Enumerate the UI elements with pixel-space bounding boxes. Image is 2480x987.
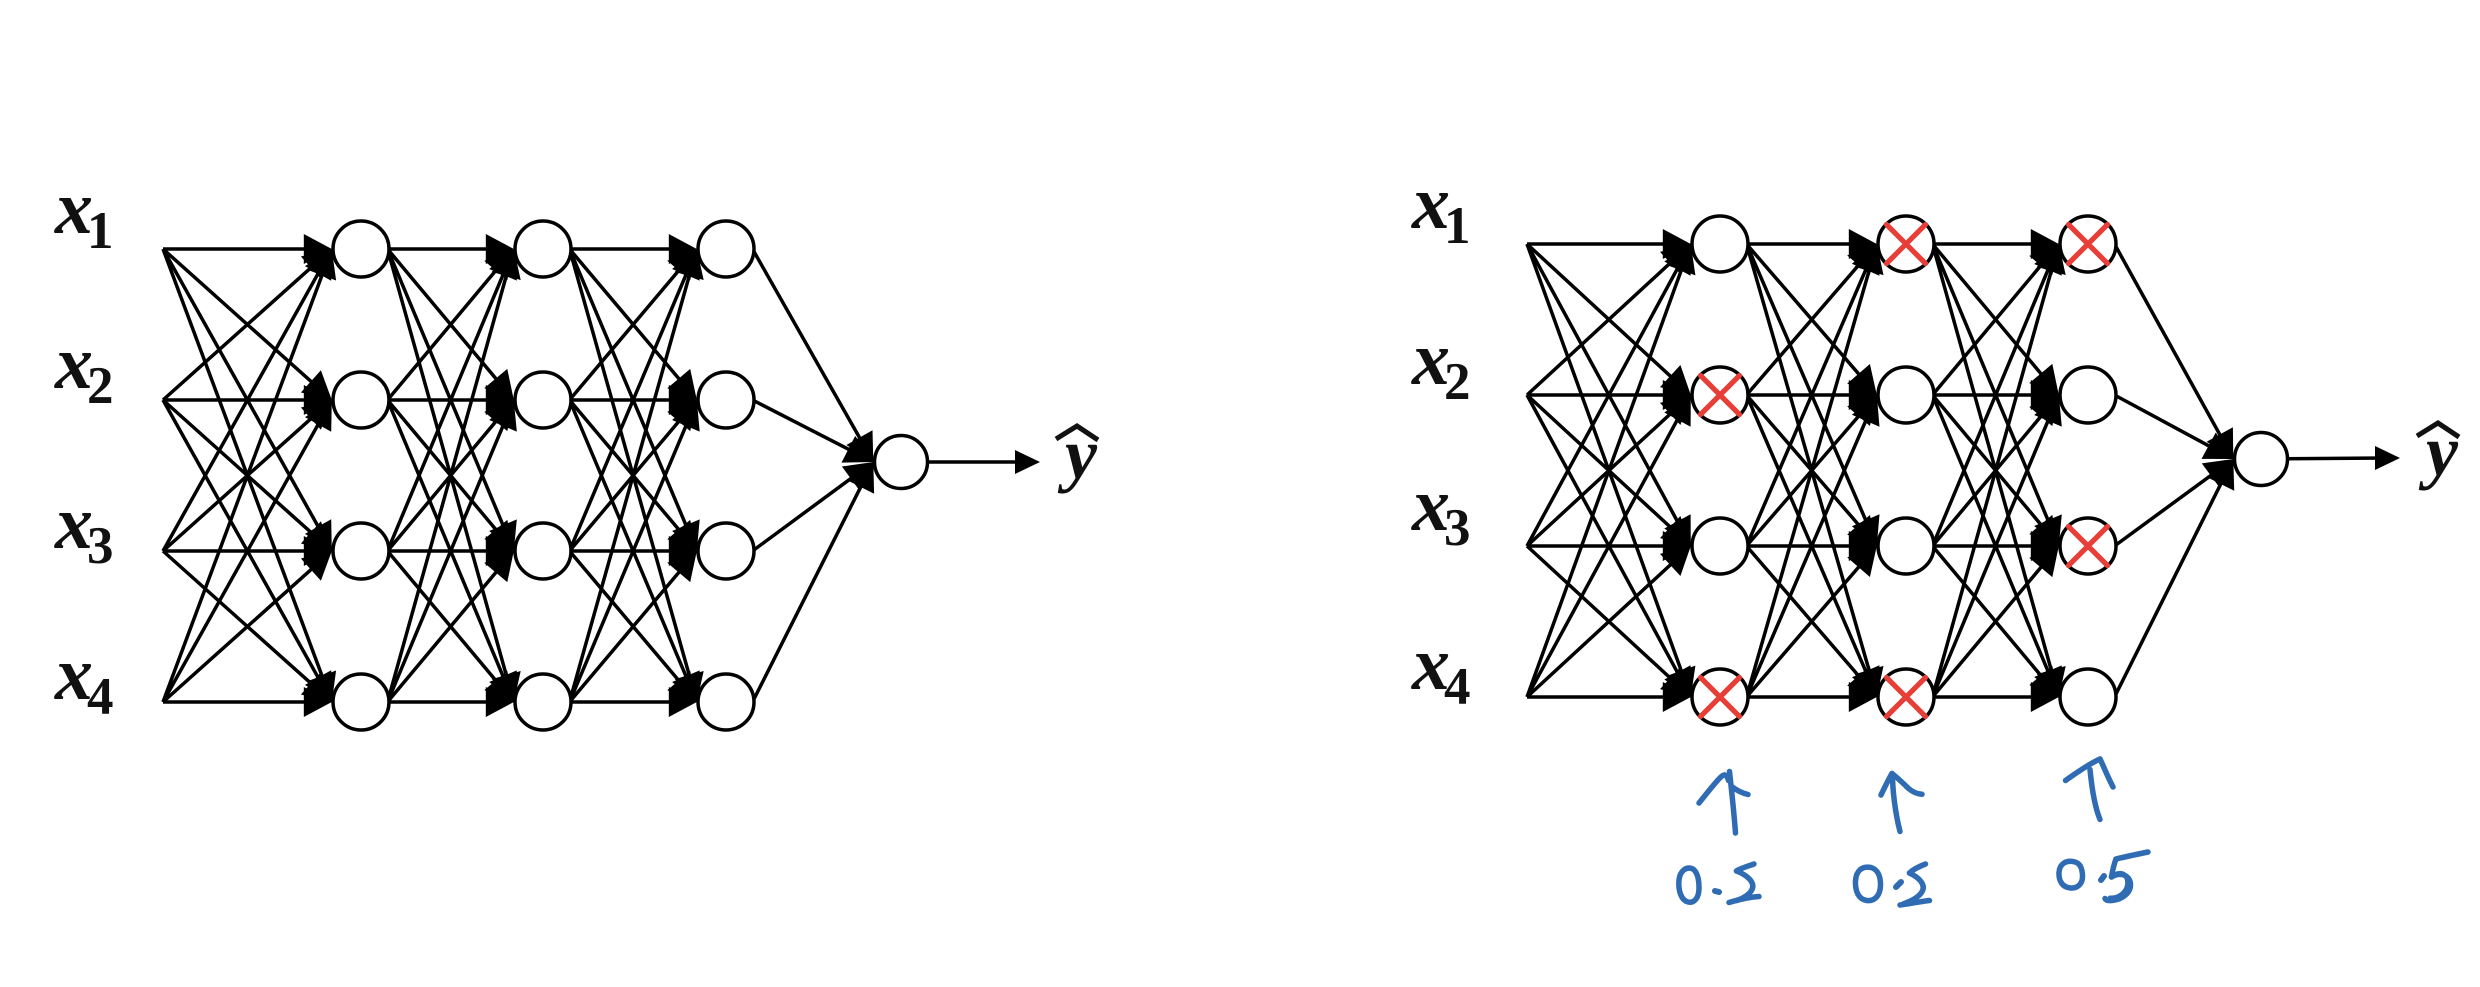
svg-text:x: x: [54, 632, 93, 716]
svg-text:x: x: [1411, 317, 1450, 401]
svg-text:1: 1: [1444, 197, 1471, 255]
svg-text:1: 1: [87, 202, 114, 260]
svg-text:x: x: [54, 481, 93, 565]
svg-text:x: x: [54, 166, 93, 250]
svg-text:x: x: [1411, 161, 1450, 245]
svg-text:2: 2: [1444, 353, 1471, 411]
svg-text:2: 2: [87, 357, 114, 415]
svg-text:3: 3: [1444, 499, 1471, 557]
svg-text:3: 3: [87, 517, 114, 575]
svg-text:x: x: [54, 321, 93, 405]
svg-text:x: x: [1411, 622, 1450, 706]
svg-text:4: 4: [1444, 658, 1471, 716]
svg-text:x: x: [1411, 463, 1450, 547]
svg-text:4: 4: [87, 668, 114, 726]
